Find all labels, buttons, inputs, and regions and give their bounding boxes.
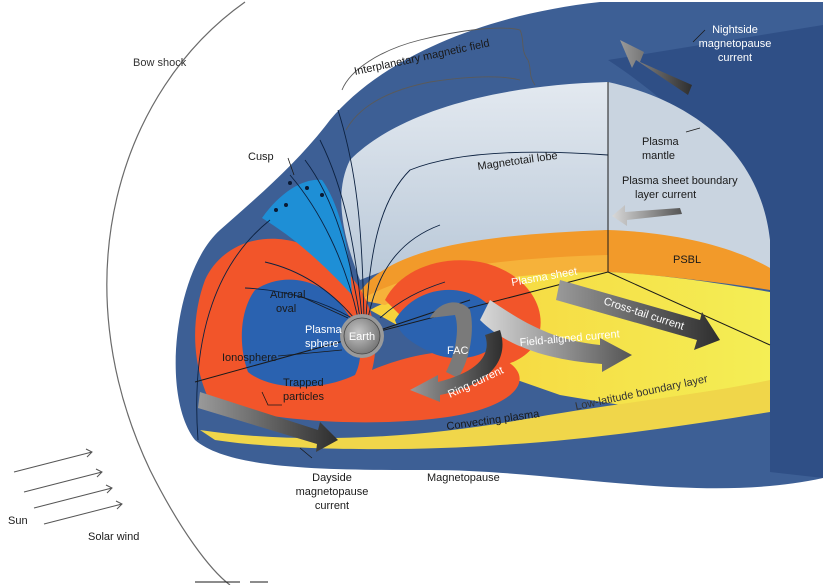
- cusp-region: [262, 179, 352, 295]
- solar-wind-arrows: [13, 448, 123, 525]
- ring-current-arrow: [410, 330, 503, 402]
- plasma-mantle-label-2: mantle: [642, 150, 675, 162]
- auroral-oval-label-1: Auroral: [270, 289, 305, 301]
- dayside-mp-current-arrow: [198, 392, 338, 452]
- fac-label: FAC: [447, 345, 468, 357]
- bow-shock-label: Bow shock: [133, 57, 187, 69]
- psbl-current-label-1: Plasma sheet boundary: [622, 175, 738, 187]
- psbl-current-arrow: [612, 205, 682, 226]
- ionosphere-label: Ionosphere: [222, 352, 277, 364]
- fac-arrow: [430, 302, 472, 378]
- earth: [340, 314, 384, 358]
- trapped-particles-label-1: Trapped: [283, 377, 324, 389]
- imf-line: [341, 27, 536, 91]
- plasma-mantle-region: [608, 82, 770, 268]
- psbl-label: PSBL: [673, 254, 701, 266]
- psbl-current-label-2: layer current: [635, 189, 696, 201]
- cross-tail-current-arrow: [556, 280, 720, 350]
- cusp-label: Cusp: [248, 151, 274, 163]
- magnetopause-label: Magnetopause: [427, 472, 500, 484]
- leader-lines: [261, 29, 706, 459]
- solar-wind-label: Solar wind: [88, 531, 139, 543]
- trapped-particles-label-2: particles: [283, 391, 324, 403]
- bow-shock-curve: [106, 1, 246, 585]
- plasma-sphere-label-1: Plasma: [305, 324, 343, 336]
- magnetotail-lobe-region: [341, 82, 608, 280]
- dayside-mp-current-label-2: magnetopause: [296, 486, 369, 498]
- dayside-mp-current-label-1: Dayside: [312, 472, 352, 484]
- nightside-mp-current-label-1: Nightside: [712, 24, 758, 36]
- earth-label: Earth: [349, 331, 375, 343]
- sun-label: Sun: [8, 515, 28, 527]
- imf-line-lower: [345, 76, 521, 131]
- llbl-layer: [200, 380, 770, 450]
- auroral-oval-label-2: oval: [276, 303, 296, 315]
- field-aligned-current-arrow: [480, 300, 632, 372]
- dayside-mp-current-label-3: current: [315, 500, 349, 512]
- plasmasphere-region: [241, 279, 361, 387]
- nightside-mp-current-label-2: magnetopause: [699, 38, 772, 50]
- cusp-markers: [274, 181, 324, 212]
- plasma-mantle-label-1: Plasma: [642, 136, 680, 148]
- nightside-mp-current-label-3: current: [718, 52, 752, 64]
- nightside-mp-current-arrow: [620, 40, 692, 95]
- magnetotail-outer-wall: [608, 25, 823, 478]
- plasma-sphere-label-2: sphere: [305, 338, 339, 350]
